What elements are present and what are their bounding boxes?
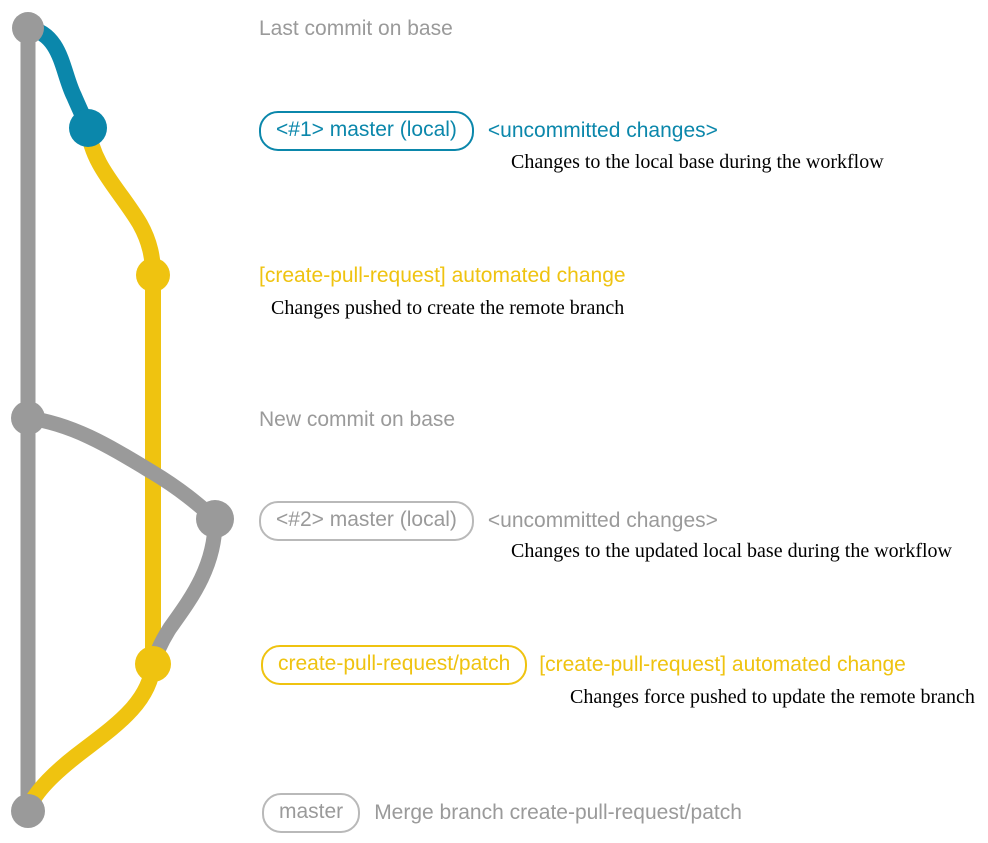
ref-badge-local-2[interactable]: <#2> master (local) [259,501,474,541]
commit-headline-base-new: New commit on base [259,408,456,431]
local-branch-line-2 [20,410,223,527]
commit-caption-local-1: Changes to the local base during the wor… [511,151,884,173]
commit-node-base-new[interactable] [11,401,45,435]
commit-row-remote-1: [create-pull-request] automated change [259,263,626,289]
commit-row-local-2: <#2> master (local) <uncommitted changes… [259,501,718,541]
commit-headline-base-last: Last commit on base [259,17,453,40]
local-to-remote-line-2 [145,511,223,672]
commit-caption-local-2: Changes to the updated local base during… [511,540,952,562]
commit-node-remote-1[interactable] [136,258,170,292]
ref-badge-master[interactable]: master [262,793,361,833]
commit-row-local-1: <#1> master (local) <uncommitted changes… [259,111,718,151]
ref-badge-remote-2[interactable]: create-pull-request/patch [261,645,528,685]
commit-subject-remote-2: [create-pull-request] automated change [539,653,906,676]
commit-node-base-last[interactable] [12,12,44,44]
commit-row-base-last: Last commit on base [259,16,453,42]
commit-row-merge: master Merge branch create-pull-request/… [262,793,742,833]
commit-node-local-1[interactable] [69,109,107,147]
commit-subject-local-1: <uncommitted changes> [487,119,718,142]
commit-subject-local-2: <uncommitted changes> [487,509,718,532]
commit-node-merge[interactable] [11,794,45,828]
remote-branch-line-1 [80,120,161,283]
ref-badge-local-1[interactable]: <#1> master (local) [259,111,474,151]
commit-caption-remote-2: Changes force pushed to update the remot… [570,686,975,708]
commit-headline-remote-1: [create-pull-request] automated change [259,264,626,287]
commit-row-remote-2: create-pull-request/patch [create-pull-r… [261,645,906,685]
commit-node-local-2[interactable] [196,500,234,538]
commit-subject-merge: Merge branch create-pull-request/patch [374,801,742,824]
commit-node-remote-2[interactable] [135,646,171,682]
commit-row-base-new: New commit on base [259,407,455,433]
merge-line [20,656,161,819]
commit-caption-remote-1: Changes pushed to create the remote bran… [271,297,625,319]
